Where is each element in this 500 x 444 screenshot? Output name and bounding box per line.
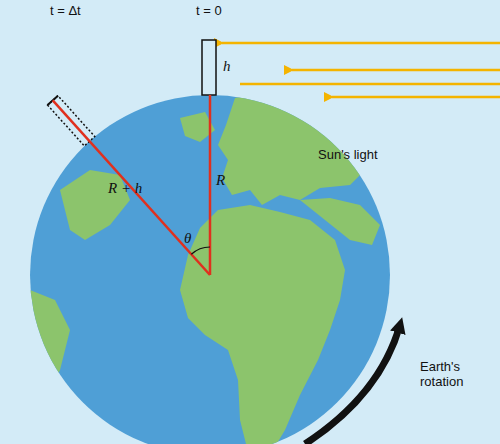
rotation-arrow: [305, 325, 400, 444]
tower: [202, 40, 216, 95]
sun-rays: [222, 43, 500, 97]
rotated-tower: [48, 96, 216, 280]
radius-label: R + h: [108, 180, 142, 197]
light-label: Sun's light: [318, 148, 378, 163]
time-label: t = 0: [196, 4, 222, 19]
rotation-label: Earth's rotation: [420, 360, 482, 390]
time-label: t = Δt: [50, 4, 81, 19]
angle-label: θ: [184, 230, 191, 247]
height-label: h: [223, 58, 231, 75]
radius-line: [209, 95, 212, 275]
radius-label: R: [216, 172, 225, 189]
angle-arc: [191, 247, 210, 254]
continents: [30, 92, 380, 444]
